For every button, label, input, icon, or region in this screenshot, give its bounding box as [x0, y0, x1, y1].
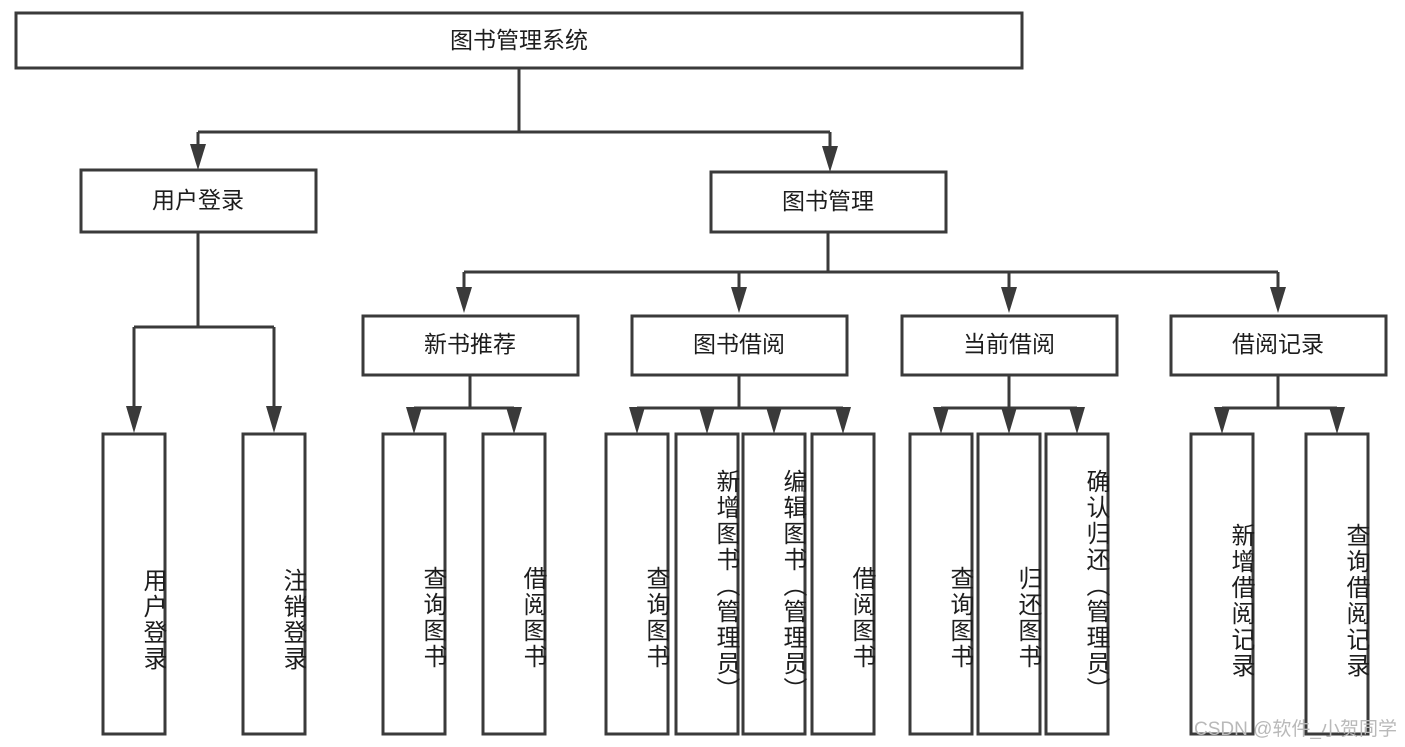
- node-root-box[interactable]: [14, 11, 1024, 70]
- arrow-head-icon: [1329, 407, 1345, 434]
- node-new-book-recommend-label: 新书推荐: [424, 331, 516, 357]
- leaf-box-borrowrecord-1[interactable]: [1304, 432, 1370, 736]
- node-book-management-label: 图书管理: [782, 188, 874, 214]
- csdn-watermark: CSDN @软件_小贺同学: [1194, 719, 1397, 740]
- node-new-book-recommend-box[interactable]: [361, 314, 580, 377]
- arrow-head-icon: [190, 144, 206, 170]
- node-root-label: 图书管理系统: [450, 27, 588, 53]
- leaf-box-recommend-0[interactable]: [381, 432, 447, 736]
- arrow-head-icon: [406, 407, 422, 434]
- node-current-borrow-label: 当前借阅: [963, 331, 1055, 357]
- arrow-head-icon: [822, 146, 838, 172]
- arrow-head-icon: [1001, 287, 1017, 313]
- leaf-box-bookborrow-3[interactable]: [810, 432, 876, 736]
- node-borrow-record-label: 借阅记录: [1232, 331, 1324, 357]
- arrow-head-icon: [126, 406, 142, 433]
- arrow-head-icon: [933, 407, 949, 434]
- node-user-login-label: 用户登录: [152, 187, 244, 213]
- arrow-head-icon: [1270, 287, 1286, 313]
- leaf-box-currentborrow-1[interactable]: [976, 432, 1042, 736]
- node-current-borrow-box[interactable]: [900, 314, 1119, 377]
- node-borrow-record-box[interactable]: [1169, 314, 1388, 377]
- leaf-box-currentborrow-2[interactable]: [1044, 432, 1110, 736]
- leaf-box-bookborrow-0[interactable]: [604, 432, 670, 736]
- leaf-box-borrowrecord-0[interactable]: [1189, 432, 1255, 736]
- node-book-borrow-label: 图书借阅: [693, 331, 785, 357]
- arrow-head-icon: [456, 287, 472, 313]
- node-book-management-box[interactable]: [709, 170, 948, 234]
- arrow-head-icon: [766, 407, 782, 434]
- leaf-box-currentborrow-0[interactable]: [908, 432, 974, 736]
- arrow-head-icon: [731, 287, 747, 313]
- leaf-box-user-login-0[interactable]: [101, 432, 167, 736]
- leaf-box-user-login-1[interactable]: [241, 432, 307, 736]
- arrow-head-icon: [699, 407, 715, 434]
- arrow-head-icon: [629, 407, 645, 434]
- leaf-box-bookborrow-1[interactable]: [674, 432, 740, 736]
- arrow-head-icon: [1069, 407, 1085, 434]
- arrow-head-icon: [266, 406, 282, 433]
- node-book-borrow-box[interactable]: [630, 314, 849, 377]
- arrow-head-icon: [835, 407, 851, 434]
- arrow-head-icon: [1214, 407, 1230, 434]
- arrow-head-icon: [506, 407, 522, 434]
- leaf-box-bookborrow-2[interactable]: [741, 432, 807, 736]
- leaf-box-recommend-1[interactable]: [481, 432, 547, 736]
- arrow-head-icon: [1001, 407, 1017, 434]
